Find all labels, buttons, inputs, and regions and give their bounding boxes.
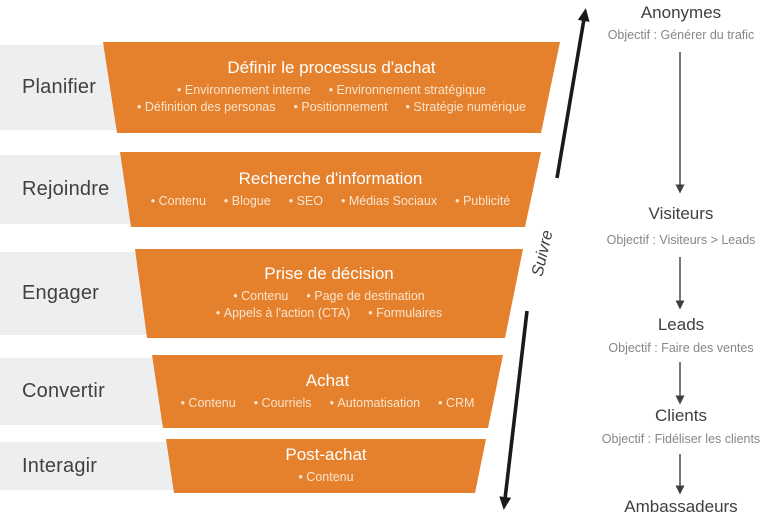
funnel-segment-convertir: Achat Contenu Courriels Automatisation C…	[152, 355, 503, 428]
journey-objective: Objectif : Générer du trafic	[607, 28, 755, 42]
customer-journey-column: Anonymes Objectif : Générer du trafic Vi…	[601, 0, 760, 517]
bullet-line: Définition des personas Positionnement S…	[137, 99, 526, 117]
bullet-item: SEO	[289, 193, 323, 211]
journey-step-leads: Leads	[657, 315, 705, 334]
bullet-line: Contenu	[298, 469, 353, 487]
segment-title: Prise de décision	[264, 264, 394, 284]
journey-step-clients: Clients	[655, 406, 707, 425]
funnel-row-rejoindre: Rejoindre Recherche d'information Conten…	[0, 152, 760, 227]
bullet-item: Environnement stratégique	[329, 82, 486, 100]
bullet-line: Environnement interne Environnement stra…	[177, 82, 486, 100]
bullet-line: Contenu Courriels Automatisation CRM	[181, 395, 474, 413]
funnel-row-planifier: Planifier Définir le processus d'achat E…	[0, 42, 760, 133]
funnel-row-interagir: Interagir Post-achat Contenu	[0, 439, 760, 493]
funnel-row-convertir: Convertir Achat Contenu Courriels Automa…	[0, 355, 760, 428]
bullet-item: Page de destination	[306, 288, 425, 306]
journey-step-ambassadeurs: Ambassadeurs	[624, 497, 738, 516]
bullet-line: Appels à l'action (CTA) Formulaires	[216, 305, 442, 323]
bullet-item: Formulaires	[368, 305, 442, 323]
bullet-item: Positionnement	[294, 99, 387, 117]
funnel-segment-interagir: Post-achat Contenu	[166, 439, 486, 493]
bullet-item: Définition des personas	[137, 99, 276, 117]
funnel-segment-planifier: Définir le processus d'achat Environneme…	[103, 42, 560, 133]
stage-label-interagir: Interagir	[22, 454, 98, 477]
bullet-item: Appels à l'action (CTA)	[216, 305, 351, 323]
journey-step-visiteurs: Visiteurs	[648, 204, 714, 223]
stage-label-rejoindre: Rejoindre	[22, 178, 110, 200]
journey-objective: Objectif : Visiteurs > Leads	[606, 233, 756, 247]
stage-label-planifier: Planifier	[22, 76, 97, 98]
segment-title: Définir le processus d'achat	[227, 58, 436, 78]
bullet-item: Courriels	[254, 395, 312, 413]
bullet-item: Contenu	[298, 469, 353, 487]
stage-label-engager: Engager	[22, 282, 100, 304]
segment-title: Recherche d'information	[238, 168, 423, 188]
bullet-item: Contenu	[181, 395, 235, 413]
bullet-item: Stratégie numérique	[406, 99, 526, 117]
segment-title: Post-achat	[285, 445, 367, 465]
journey-objective: Objectif : Fidéliser les clients	[601, 432, 760, 446]
bullet-item: Automatisation	[330, 395, 420, 413]
bullet-line: Contenu Blogue SEO Médias Sociaux Public…	[151, 193, 511, 211]
bullet-item: Publicité	[455, 193, 510, 211]
segment-title: Achat	[305, 370, 350, 390]
bullet-item: Médias Sociaux	[341, 193, 437, 211]
bullet-item: Blogue	[224, 193, 271, 211]
bullet-item: CRM	[438, 395, 474, 413]
stage-label-convertir: Convertir	[22, 380, 105, 402]
bullet-item: Contenu	[151, 193, 206, 211]
bullet-item: Contenu	[233, 288, 288, 306]
funnel-row-engager: Engager Prise de décision Contenu Page d…	[0, 249, 760, 338]
bullet-line: Contenu Page de destination	[233, 288, 425, 306]
journey-objective: Objectif : Faire des ventes	[608, 341, 754, 355]
bullet-item: Environnement interne	[177, 82, 311, 100]
funnel-segment-engager: Prise de décision Contenu Page de destin…	[135, 249, 523, 338]
funnel-segment-rejoindre: Recherche d'information Contenu Blogue S…	[120, 152, 541, 227]
journey-step-anonymes: Anonymes	[640, 3, 722, 22]
